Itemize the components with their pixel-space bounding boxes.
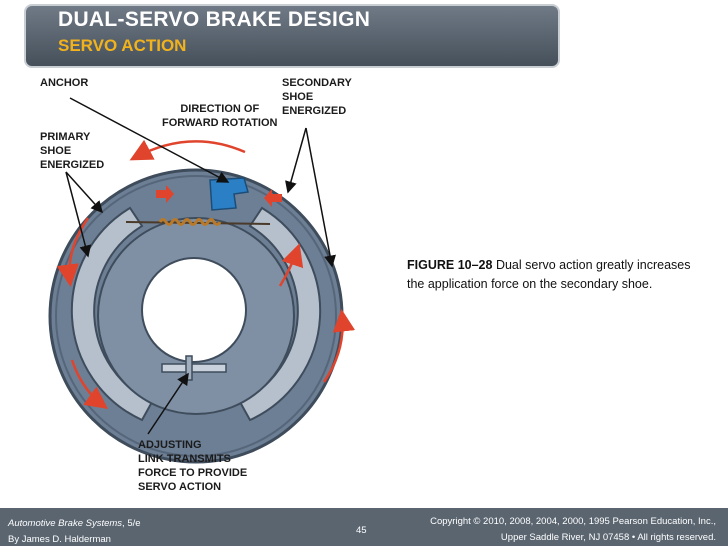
rotation-arrow-top — [129, 139, 246, 161]
copyright: Copyright © 2010, 2008, 2004, 2000, 1995… — [430, 514, 716, 546]
force-marker-left — [156, 185, 174, 203]
brake-diagram — [48, 97, 356, 464]
title-banner: DUAL-SERVO BRAKE DESIGN SERVO ACTION — [0, 0, 728, 72]
rotation-arrow-left — [56, 217, 90, 287]
rotation-arrow-inner — [278, 243, 304, 287]
leader-secondary-2 — [305, 127, 336, 268]
book-edition: , 5/e — [122, 518, 141, 529]
hub-hole — [141, 257, 247, 363]
caption-text: Dual servo action greatly increases the … — [407, 258, 691, 291]
return-spring — [158, 218, 222, 226]
leader-primary-2 — [65, 171, 92, 258]
slide-subtitle: SERVO ACTION — [58, 36, 187, 55]
label-secondary: SECONDARY SHOE ENERGIZED — [282, 77, 352, 117]
footer-book-info: Automotive Brake Systems, 5/e By James D… — [8, 516, 141, 548]
rotation-arrow-right — [322, 309, 356, 383]
page-number: 45 — [356, 525, 367, 536]
leader-adjusting — [147, 372, 189, 435]
figure-caption: FIGURE 10–28 Dual servo action greatly i… — [407, 256, 697, 294]
brake-figure: ANCHOR DIRECTION OF FORWARD ROTATION SEC… — [30, 70, 360, 500]
spring-rod — [125, 221, 271, 225]
copyright-line-1: Copyright © 2010, 2008, 2004, 2000, 1995… — [430, 516, 716, 527]
star-wheel — [185, 355, 193, 381]
label-anchor: ANCHOR — [40, 77, 89, 89]
slide-title: DUAL-SERVO BRAKE DESIGN — [58, 8, 371, 31]
adjusting-link — [161, 363, 227, 373]
anchor-block — [209, 177, 249, 211]
footer: Automotive Brake Systems, 5/e By James D… — [0, 508, 728, 546]
figure-ref: FIGURE 10–28 — [407, 258, 493, 272]
leader-primary-1 — [65, 171, 104, 214]
leader-secondary-1 — [285, 127, 307, 194]
book-author: By James D. Halderman — [8, 534, 111, 545]
copyright-line-2: Upper Saddle River, NJ 07458 • All right… — [500, 532, 716, 543]
title-bar — [24, 4, 560, 68]
label-direction: DIRECTION OF FORWARD ROTATION — [162, 103, 278, 129]
book-title: Automotive Brake Systems — [8, 518, 123, 529]
label-primary: PRIMARY SHOE ENERGIZED — [40, 131, 105, 171]
rotation-arrow-bottom-left — [70, 359, 109, 409]
leader-anchor — [69, 97, 230, 183]
force-marker-right — [264, 189, 282, 207]
label-adjusting: ADJUSTING LINK TRANSMITS FORCE TO PROVID… — [138, 439, 248, 493]
